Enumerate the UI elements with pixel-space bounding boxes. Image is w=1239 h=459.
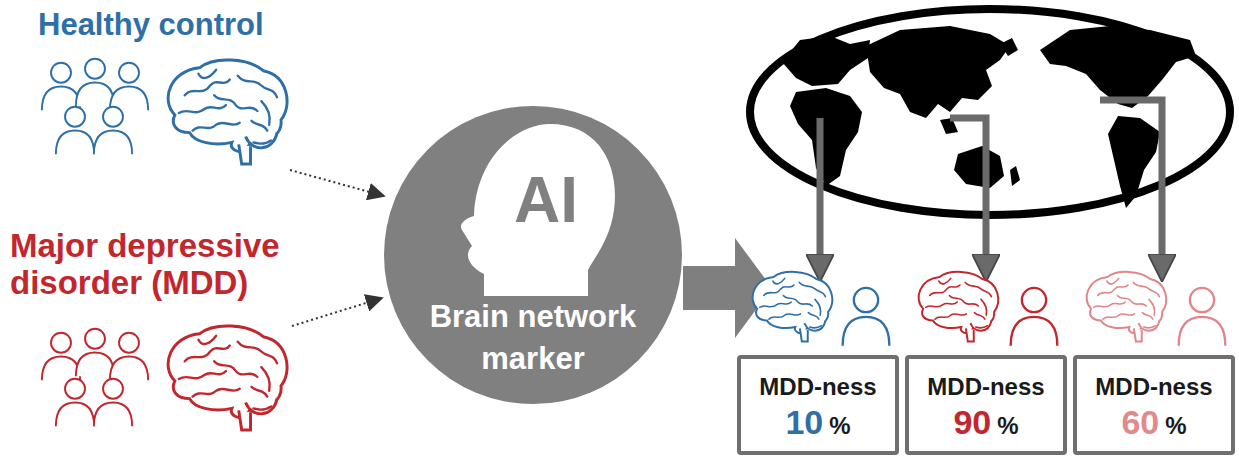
box-heading: MDD-ness [1095,373,1212,401]
result-brain [1087,272,1167,342]
value-row: 10% [741,403,895,442]
map-arrows [820,100,1162,268]
value-number: 60 [1121,403,1159,441]
result-person [1179,288,1226,346]
mdd-people [42,329,148,427]
value-number: 90 [953,403,991,441]
healthy-brain [168,60,287,164]
result-box: MDD-ness10% [737,355,899,455]
box-heading: MDD-ness [927,373,1044,401]
value-unit: % [1165,412,1186,439]
box-heading: MDD-ness [759,373,876,401]
group-label: Major depressive disorder (MDD) [10,228,380,302]
healthy-people [42,59,148,155]
mdd-brain [168,326,287,430]
value-row: 90% [909,403,1063,442]
value-number: 10 [785,403,823,441]
result-box: MDD-ness60% [1073,355,1235,455]
value-unit: % [997,412,1018,439]
result-brain [919,272,999,342]
ai-circle: AI Brain network marker [384,106,682,404]
value-row: 60% [1077,403,1231,442]
dotted-arrow [292,298,382,326]
value-unit: % [829,412,850,439]
result-brain [753,272,833,342]
ai-text: AI [476,168,616,232]
result-box: MDD-ness90% [905,355,1067,455]
result-person [843,288,890,346]
group-label: Healthy control [38,8,264,43]
result-person [1011,288,1058,346]
dotted-arrow [290,170,384,196]
marker-text: Brain network marker [414,296,652,380]
